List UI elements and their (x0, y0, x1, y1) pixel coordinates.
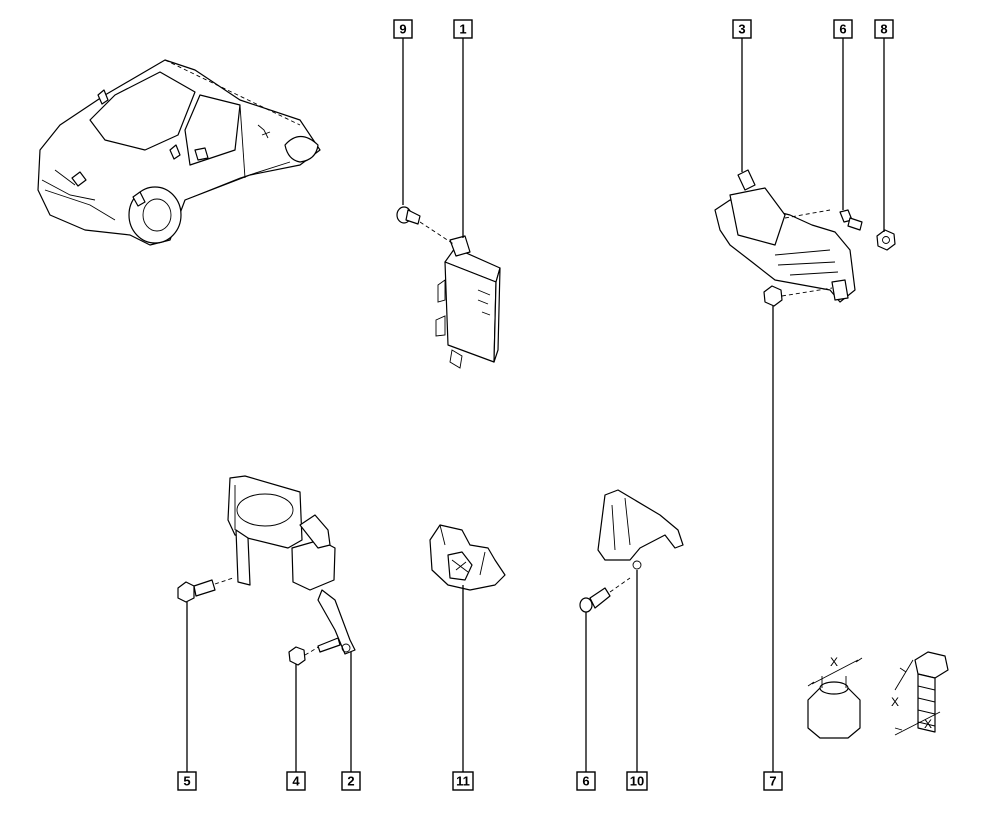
callout-9-top: 9 (393, 19, 413, 39)
nut-8 (876, 229, 896, 251)
callout-3-top: 3 (732, 19, 752, 39)
bolt-dimension-x-side: X (891, 695, 899, 709)
sensor-bracket-assembly (714, 169, 856, 303)
callout-7-bottom: 7 (763, 771, 783, 791)
nut-dimension-x: X (830, 655, 838, 669)
leader-lines (186, 38, 885, 772)
bolt-dimension-x-bottom: X (924, 717, 932, 731)
callout-8-top: 8 (874, 19, 894, 39)
bolt-5 (177, 577, 234, 603)
callout-10-bottom: 10 (626, 771, 648, 791)
callout-8-label: 8 (880, 22, 887, 37)
callout-10-label: 10 (630, 774, 644, 789)
control-module (435, 235, 501, 369)
callout-2-bottom: 2 (341, 771, 361, 791)
callout-6-top: 6 (833, 19, 853, 39)
callout-11-bottom: 11 (452, 771, 474, 791)
callout-11-label: 11 (456, 774, 470, 789)
callout-2-label: 2 (347, 774, 354, 789)
callout-4-label: 4 (292, 774, 300, 789)
callout-9-label: 9 (399, 22, 406, 37)
callout-4-bottom: 4 (286, 771, 306, 791)
bracket-10 (597, 489, 684, 570)
callout-5-label: 5 (183, 774, 190, 789)
nut-4 (288, 637, 341, 666)
callout-7-label: 7 (769, 774, 776, 789)
clip-11 (429, 524, 506, 591)
callout-1-top: 1 (453, 19, 473, 39)
nut-7 (763, 285, 833, 307)
stud-6-top (839, 209, 863, 231)
callout-1-label: 1 (459, 22, 466, 37)
bolt-tightening-symbol: X X (891, 651, 949, 736)
callout-6-bottom: 6 (576, 771, 596, 791)
callout-6-label: 6 (839, 22, 846, 37)
vehicle-locator-illustration (37, 59, 321, 246)
callout-5-bottom: 5 (177, 771, 197, 791)
height-sensor-clamp-assembly (227, 475, 356, 655)
bolt-6-bottom (579, 577, 631, 613)
nut-tightening-symbol: X (807, 655, 863, 739)
callout-3-label: 3 (738, 22, 745, 37)
callout-6b-label: 6 (582, 774, 589, 789)
screw-9 (396, 206, 456, 246)
